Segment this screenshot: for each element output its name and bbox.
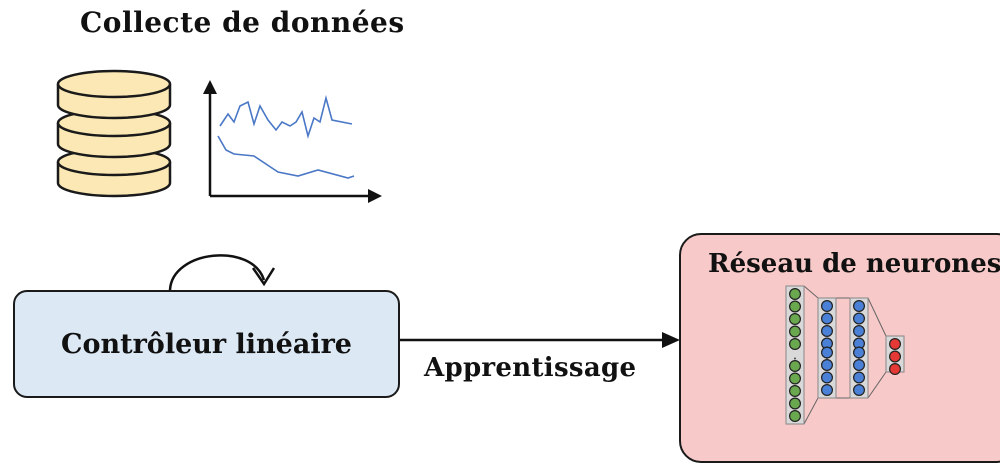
- neuron: [820, 324, 833, 337]
- neuron: [820, 312, 833, 325]
- neuron: [820, 371, 833, 384]
- database-icon: [56, 69, 172, 198]
- controller-box: Contrôleur linéaire: [13, 290, 400, 398]
- neuron: [820, 300, 833, 313]
- neuron: [789, 410, 802, 423]
- neuron: [789, 384, 802, 397]
- controller-label: Contrôleur linéaire: [60, 328, 352, 360]
- neuron: [888, 350, 901, 363]
- ellipsis-dot: [794, 357, 796, 360]
- neuron: [789, 372, 802, 385]
- neural-network-label: Réseau de neurones: [708, 249, 1000, 279]
- neuron: [852, 383, 865, 396]
- neuron: [888, 362, 901, 375]
- neuron: [789, 337, 802, 350]
- learning-arrow: [400, 332, 680, 348]
- neuron-layer: [785, 285, 805, 425]
- neuron: [852, 324, 865, 337]
- neuron: [852, 312, 865, 325]
- neuron: [852, 371, 865, 384]
- neuron: [888, 337, 901, 350]
- neuron-layer: [817, 297, 837, 399]
- neuron-layer: [849, 297, 869, 399]
- neuron: [820, 346, 833, 359]
- neural-network-icon: [785, 285, 905, 425]
- neuron: [789, 288, 802, 301]
- neuron: [852, 300, 865, 313]
- line-chart-icon: [203, 80, 382, 203]
- layer-connection: [867, 371, 887, 399]
- neuron: [789, 397, 802, 410]
- neuron: [852, 358, 865, 371]
- layer-connection: [803, 285, 819, 299]
- learning-label: Apprentissage: [424, 353, 637, 383]
- neuron: [852, 346, 865, 359]
- page-title: Collecte de données: [80, 6, 405, 39]
- neuron: [820, 358, 833, 371]
- neuron: [789, 300, 802, 313]
- neuron: [789, 359, 802, 372]
- self-loop-arrow-icon: [168, 254, 276, 291]
- neuron: [820, 383, 833, 396]
- neuron: [789, 312, 802, 325]
- layer-connection: [867, 297, 887, 337]
- layer-connection: [803, 397, 819, 425]
- neuron: [789, 325, 802, 338]
- neuron-layer: [885, 335, 905, 375]
